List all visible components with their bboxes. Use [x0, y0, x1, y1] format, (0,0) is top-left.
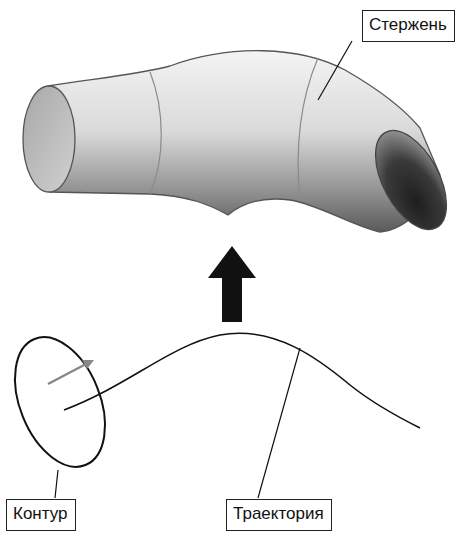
label-box: Контур — [6, 499, 76, 531]
label-text: Контур — [13, 504, 69, 524]
rod-seam — [150, 72, 161, 194]
leader-line — [55, 470, 58, 498]
normal-arrow-head — [82, 360, 94, 369]
label-box: Траектория — [226, 499, 332, 531]
leader-line — [258, 348, 300, 498]
rod-end-face — [361, 119, 461, 241]
rod-seam — [298, 58, 318, 201]
normal-arrow — [48, 364, 86, 384]
label-text: Стержень — [369, 15, 448, 35]
trajectory-curve — [64, 333, 420, 428]
label-text: Траектория — [233, 504, 325, 524]
leader-line — [318, 41, 352, 100]
contour-ellipse — [0, 324, 123, 480]
rod-end-face — [23, 86, 75, 192]
sweep-arrow — [208, 246, 256, 322]
label-box: Стержень — [362, 10, 455, 42]
